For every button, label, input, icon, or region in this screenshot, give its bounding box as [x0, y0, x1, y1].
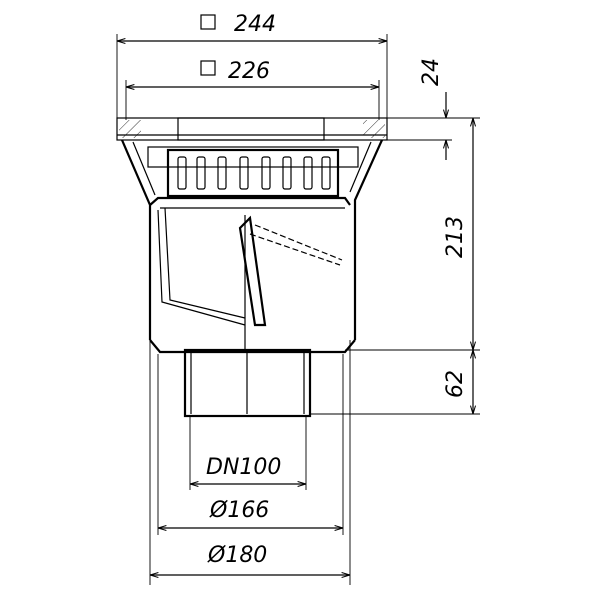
trap-body [149, 196, 356, 354]
strainer-basket [147, 146, 359, 198]
dim-226-label: 226 [228, 59, 270, 84]
grate-frame [116, 117, 388, 141]
dim-d180: Ø180 [149, 340, 351, 585]
dim-244: 244 [116, 12, 388, 120]
dim-24-label: 24 [419, 58, 444, 86]
dim-24: 24 [365, 58, 452, 160]
dim-d166: Ø166 [157, 354, 344, 535]
dim-244-label: 244 [234, 12, 276, 37]
square-symbol-icon [200, 60, 216, 76]
outlet-spigot [183, 348, 312, 418]
dim-d180-label: Ø180 [207, 543, 267, 568]
square-symbol-icon [200, 14, 216, 30]
dim-d166-label: Ø166 [209, 498, 269, 523]
dim-dn100-label: DN100 [206, 455, 281, 480]
dim-213-label: 213 [443, 216, 468, 258]
dim-62: 62 [310, 350, 480, 415]
dim-dn100: DN100 [189, 416, 307, 490]
dim-213: 213 [345, 117, 480, 351]
dim-226: 226 [125, 59, 380, 120]
dim-62-label: 62 [443, 370, 468, 398]
